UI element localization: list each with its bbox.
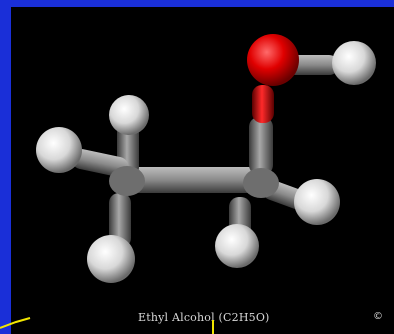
oxygen-atom	[247, 34, 299, 86]
carbon-carbon-bond	[121, 167, 261, 193]
accent-line-left	[0, 317, 31, 329]
bond-left-side	[71, 149, 129, 177]
oxygen-bond-red	[252, 85, 274, 123]
bond-left-lower	[109, 193, 131, 248]
ethanol-model-illustration	[36, 34, 376, 283]
molecule-caption: Ethyl Alcohol (C2H5O)	[138, 311, 270, 324]
hydrogen-atom-left	[36, 127, 82, 173]
accent-lines	[0, 317, 214, 334]
hydrogen-atom-lower-left	[87, 235, 135, 283]
carbon-atom-left	[109, 166, 145, 196]
hydrogen-atom-right	[294, 179, 340, 225]
copyright-mark: ©	[373, 311, 383, 322]
hydrogen-atom-lower-right	[215, 224, 259, 268]
molecule-photo	[11, 7, 394, 334]
hydrogen-atom-upper-left	[109, 95, 149, 135]
hydrogen-atom-hydroxyl	[332, 41, 376, 85]
carbon-atom-right	[243, 168, 279, 198]
bond-right-to-oxygen	[249, 117, 273, 175]
